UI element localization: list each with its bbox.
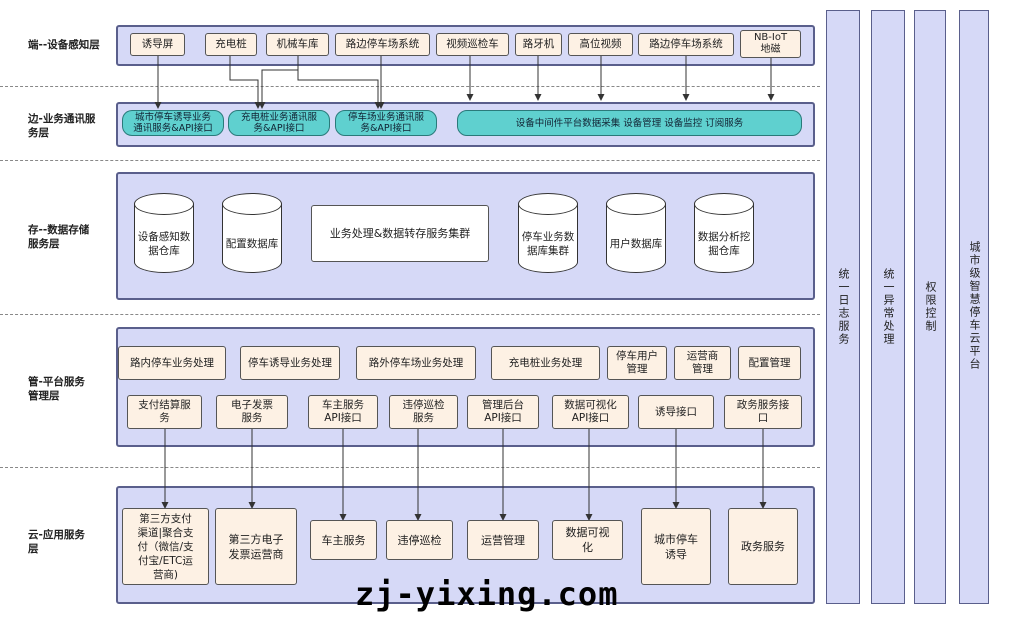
layer-label-storage: 存--数据存储服务层 bbox=[28, 224, 90, 250]
watermark-text: zj-yixing.com bbox=[355, 575, 619, 613]
device-curb-machine: 路牙机 bbox=[515, 33, 562, 56]
app-gov-service: 政务服务 bbox=[728, 508, 798, 585]
db-device-sensor-warehouse: 设备感知数 据仓库 bbox=[134, 193, 194, 273]
edge-parking-service: 停车场业务通讯服 务&API接口 bbox=[335, 110, 437, 136]
layer-label-device: 端--设备感知层 bbox=[28, 39, 100, 51]
device-roadside-parking-system: 路边停车场系统 bbox=[335, 33, 430, 56]
layer-label-app: 云-应用服务层 bbox=[28, 529, 85, 555]
db-user: 用户数据库 bbox=[606, 193, 666, 273]
layer-label-platform: 管-平台服务管理层 bbox=[28, 376, 85, 402]
separator-line bbox=[0, 314, 820, 315]
side-bar-unified-exception: 统一异常处理 bbox=[871, 10, 905, 604]
device-nbiot-sensor: NB-IoT 地磁 bbox=[740, 30, 801, 58]
app-third-party-invoice: 第三方电子 发票运营商 bbox=[215, 508, 297, 585]
db-label: 配置数据库 bbox=[225, 238, 279, 250]
platform-charging: 充电桩业务处理 bbox=[491, 346, 600, 380]
side-bar-label: 统一异常处理 bbox=[882, 268, 895, 346]
db-analytics-warehouse: 数据分析挖 掘仓库 bbox=[694, 193, 754, 273]
side-bar-label: 权限控制 bbox=[924, 281, 937, 333]
platform-onstreet-parking: 路内停车业务处理 bbox=[118, 346, 226, 380]
db-label: 设备感知数 据仓库 bbox=[137, 231, 191, 257]
platform-visualization-api: 数据可视化 API接口 bbox=[552, 395, 629, 429]
db-parking-business: 停车业务数 据库集群 bbox=[518, 193, 578, 273]
device-high-video: 高位视频 bbox=[568, 33, 633, 56]
platform-parking-user-mgmt: 停车用户 管理 bbox=[607, 346, 667, 380]
db-label: 用户数据库 bbox=[609, 238, 663, 250]
platform-admin-api: 管理后台 API接口 bbox=[467, 395, 539, 429]
app-operation-mgmt: 运营管理 bbox=[467, 520, 539, 560]
app-city-parking-guide: 城市停车 诱导 bbox=[641, 508, 711, 585]
platform-guide-interface: 诱导接口 bbox=[638, 395, 714, 429]
db-label: 停车业务数 据库集群 bbox=[521, 231, 575, 257]
side-bar-permission-control: 权限控制 bbox=[914, 10, 946, 604]
platform-config-mgmt: 配置管理 bbox=[738, 346, 801, 380]
layer-label-edge: 边-业务通讯服务层 bbox=[28, 113, 96, 139]
edge-guide-service: 城市停车诱导业务 通讯服务&API接口 bbox=[122, 110, 224, 136]
side-bar-city-cloud-platform: 城市级智慧停车云平台 bbox=[959, 10, 989, 604]
db-config: 配置数据库 bbox=[222, 193, 282, 273]
separator-line bbox=[0, 160, 820, 161]
platform-violation-patrol: 违停巡检 服务 bbox=[389, 395, 458, 429]
platform-owner-api: 车主服务 API接口 bbox=[308, 395, 378, 429]
service-cluster: 业务处理&数据转存服务集群 bbox=[311, 205, 489, 262]
app-violation-patrol: 违停巡检 bbox=[386, 520, 453, 560]
app-owner-service: 车主服务 bbox=[310, 520, 377, 560]
db-label: 数据分析挖 掘仓库 bbox=[697, 231, 751, 257]
app-third-party-payment: 第三方支付 渠道|聚合支 付（微信/支 付宝/ETC运 营商) bbox=[122, 508, 209, 585]
device-charging-pile: 充电桩 bbox=[205, 33, 257, 56]
device-roadside-parking-system-2: 路边停车场系统 bbox=[638, 33, 734, 56]
side-bar-label: 统一日志服务 bbox=[837, 268, 850, 346]
side-bar-unified-log: 统一日志服务 bbox=[826, 10, 860, 604]
edge-charging-service: 充电桩业务通讯服 务&API接口 bbox=[228, 110, 330, 136]
device-mechanical-garage: 机械车库 bbox=[266, 33, 329, 56]
separator-line bbox=[0, 86, 820, 87]
separator-line bbox=[0, 467, 820, 468]
app-data-visualization: 数据可视 化 bbox=[552, 520, 623, 560]
platform-payment-settlement: 支付结算服 务 bbox=[127, 395, 202, 429]
side-bar-label: 城市级智慧停车云平台 bbox=[968, 241, 981, 371]
device-video-patrol-car: 视频巡检车 bbox=[436, 33, 509, 56]
platform-parking-guide: 停车诱导业务处理 bbox=[240, 346, 340, 380]
device-guide-screen: 诱导屏 bbox=[130, 33, 185, 56]
platform-offstreet-parking: 路外停车场业务处理 bbox=[356, 346, 476, 380]
edge-middleware-service: 设备中间件平台数据采集 设备管理 设备监控 订阅服务 bbox=[457, 110, 802, 136]
platform-e-invoice: 电子发票 服务 bbox=[216, 395, 288, 429]
platform-operator-mgmt: 运营商 管理 bbox=[674, 346, 731, 380]
platform-gov-service-interface: 政务服务接 口 bbox=[724, 395, 802, 429]
